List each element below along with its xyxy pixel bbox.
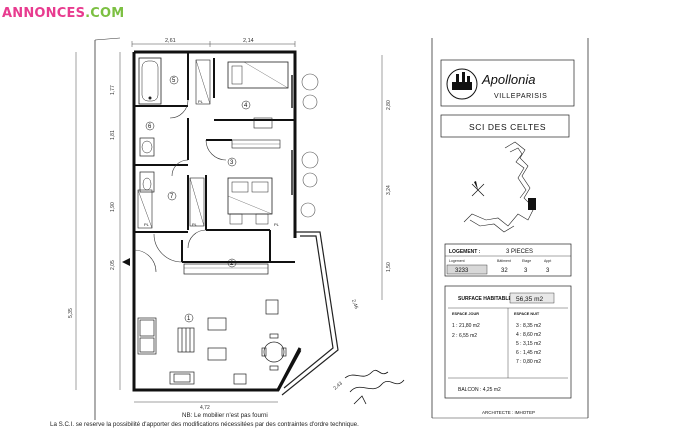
nuit-list: 3 : 8,35 m2 4 : 8,60 m2 5 : 3,15 m2 6 : …	[516, 323, 541, 365]
outside-trees	[300, 73, 319, 218]
watermark-part1: ANNONCES	[2, 6, 86, 21]
toilet	[139, 171, 155, 193]
logement-col-3: Appt	[544, 259, 551, 263]
left-dimensions	[75, 52, 121, 390]
nuit-item-2: 5 : 3,15 m2	[516, 341, 541, 347]
top-dimensions	[131, 41, 296, 47]
logement-box	[444, 243, 572, 277]
dim-top-left: 2,61	[165, 38, 176, 44]
surface-label: SURFACE HABITABLE :	[458, 296, 515, 302]
room-4: 4	[244, 103, 248, 109]
logement-val-3: 3	[546, 268, 550, 274]
dim-right-2: 3,24	[386, 185, 392, 195]
room-numbers: 5 6 4 3 7 2 1	[145, 75, 251, 323]
dim-bottom-left: 4,72	[200, 405, 210, 411]
washbasin	[139, 137, 155, 157]
logement-type: 3 PIECES	[506, 249, 533, 255]
jour-header: ESPACE JOUR	[452, 312, 479, 316]
room-3: 3	[230, 160, 234, 166]
entrance-arrow-icon	[122, 258, 130, 266]
logo-name: Apollonia	[481, 72, 536, 87]
dim-left-2: 1,81	[110, 130, 116, 140]
door-swings	[133, 99, 227, 273]
room-1: 1	[187, 316, 191, 322]
note-modifications: La S.C.I. se reserve la possibilité d'ap…	[50, 421, 359, 428]
room-6: 6	[148, 124, 152, 130]
logement-cols: Logement Bâtiment Etage Appt	[449, 259, 551, 263]
nuit-item-1: 4 : 8,60 m2	[516, 332, 541, 338]
signature	[344, 369, 405, 405]
dim-balcony: 2,46	[350, 299, 359, 310]
watermark-logo: ANNONCES.COM	[2, 6, 124, 21]
jour-item-1: 2 : 6,55 m2	[452, 333, 477, 339]
logo-box	[440, 59, 575, 107]
dim-top-right: 2,14	[243, 38, 254, 44]
dim-left-4: 2,05	[110, 260, 116, 270]
architect-credit: ARCHITECTE : IMHOTEP	[482, 410, 535, 415]
north-arrow-icon	[471, 181, 485, 197]
bathtub	[138, 57, 162, 105]
nuit-item-4: 7 : 0,80 m2	[516, 359, 541, 365]
balcony-outline	[281, 231, 339, 396]
logo-emblem	[446, 68, 478, 100]
dim-left-1: 1,77	[110, 85, 116, 95]
desk	[253, 117, 273, 129]
cupboard-1	[195, 59, 211, 105]
logement-id-cell	[446, 264, 488, 275]
balcon-area: BALCON : 4,25 m2	[458, 387, 501, 393]
pl-label-3: PL	[192, 222, 198, 227]
surface-value: 56,35 m2	[516, 296, 543, 303]
apartment-walls	[132, 50, 302, 392]
logement-val-2: 3	[524, 268, 528, 274]
kitchen-counter	[183, 263, 269, 275]
logement-values: 3233 32 3 3	[455, 268, 550, 274]
pl-label-1: PL	[198, 99, 204, 104]
jour-item-0: 1 : 21,80 m2	[452, 323, 480, 329]
interior-walls	[134, 52, 295, 263]
bed-room-3	[227, 177, 273, 215]
logo-city: VILLEPARISIS	[494, 93, 547, 100]
note-furniture: NB: Le mobilier n'est pas fourni	[182, 412, 268, 419]
client-name: SCI DES CELTES	[469, 122, 546, 132]
dim-left-3: 1,90	[110, 202, 116, 212]
jour-list: 1 : 21,80 m2 2 : 6,55 m2	[452, 323, 480, 339]
logement-label: LOGEMENT :	[449, 249, 481, 255]
logement-val-0: 3233	[455, 268, 469, 274]
dim-right-3: 1,50	[386, 262, 392, 272]
nuit-item-3: 6 : 1,45 m2	[516, 350, 541, 356]
room-5: 5	[172, 78, 176, 84]
cupboard-2	[137, 189, 153, 229]
bed-room-4	[227, 61, 289, 89]
nuit-header: ESPACE NUIT	[514, 312, 540, 316]
surface-box	[444, 285, 572, 399]
living-furniture	[137, 299, 287, 385]
room-7: 7	[170, 194, 174, 200]
logement-col-2: Etage	[522, 259, 531, 263]
dim-left-total: 5,35	[68, 308, 74, 318]
dim-bottom-diag: 2,43	[332, 381, 343, 392]
logement-val-1: 32	[501, 268, 508, 274]
pl-label-4: PL	[274, 222, 280, 227]
site-map	[463, 141, 536, 233]
room-2: 2	[230, 261, 234, 267]
logement-col-0: Logement	[449, 259, 465, 263]
dim-right-1: 2,80	[386, 100, 392, 110]
watermark-part2: .COM	[85, 6, 125, 21]
nuit-item-0: 3 : 8,35 m2	[516, 323, 541, 329]
logement-col-1: Bâtiment	[497, 259, 511, 263]
pl-label-2: PL	[144, 222, 150, 227]
cupboard-3	[189, 177, 205, 227]
placard-labels: PL PL PL PL	[144, 99, 280, 227]
client-box	[440, 114, 570, 138]
